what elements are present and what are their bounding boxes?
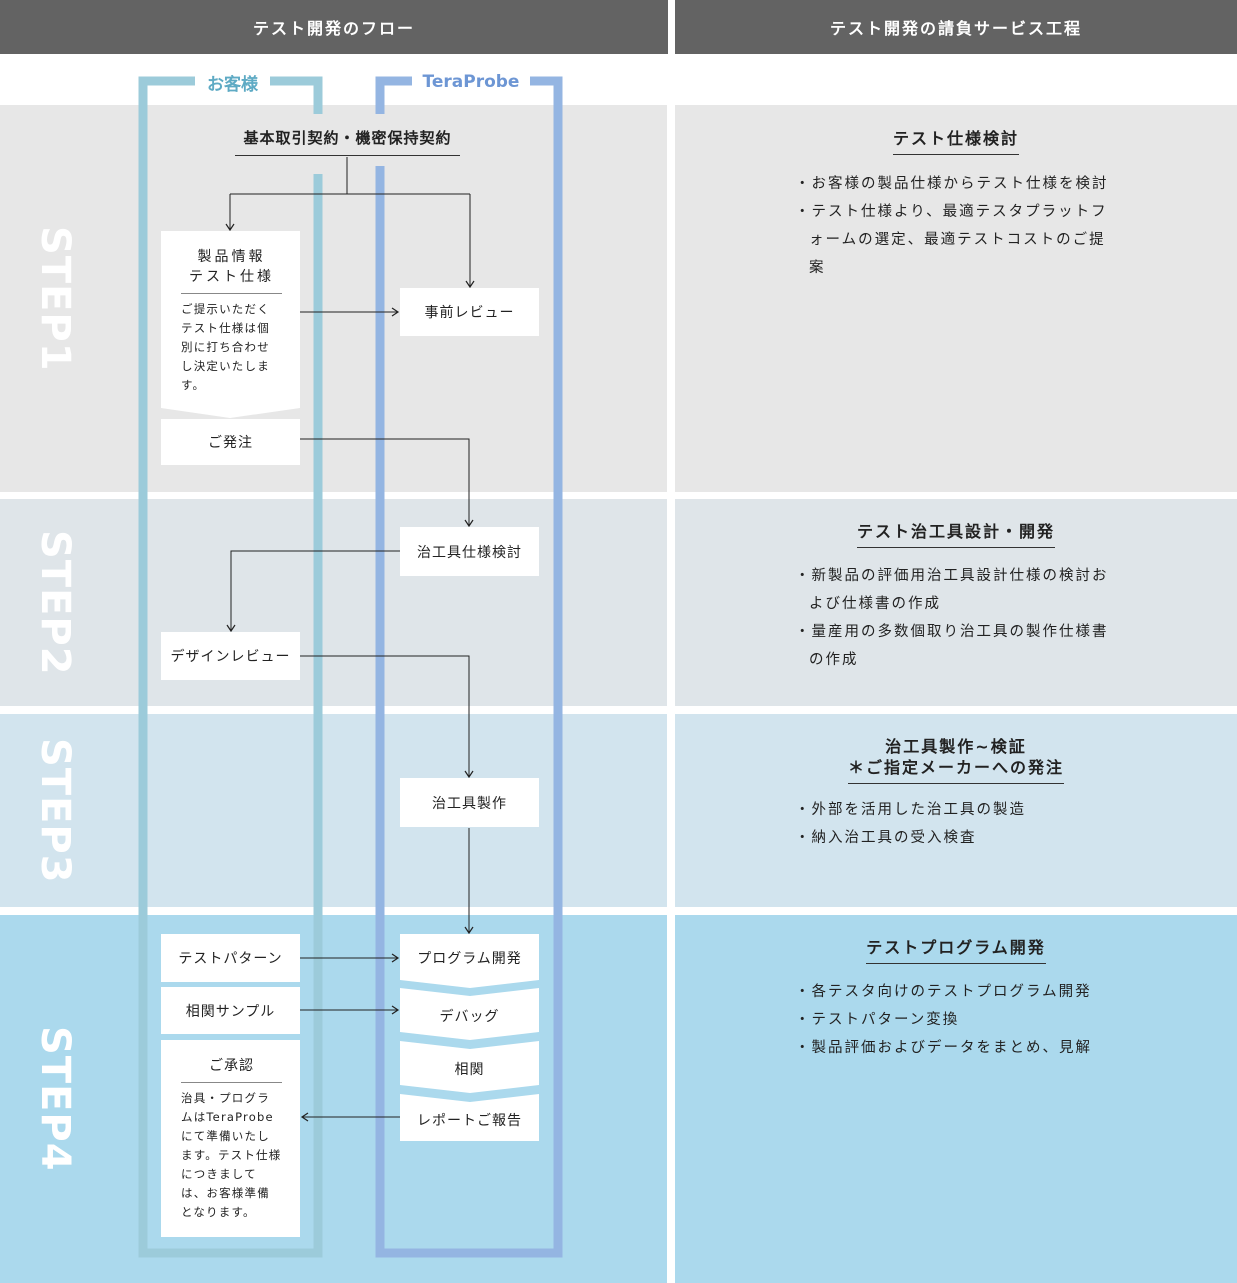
product-info-title-1: 製品情報 xyxy=(197,249,266,265)
teraprobe-lane-frame xyxy=(375,76,563,1258)
service-header: テスト開発の請負サービス工程 xyxy=(675,0,1237,54)
service-1-item: テスト仕様より、最適テスタプラットフォームの選定、最適テストコストのご提案 xyxy=(795,198,1115,282)
report-label: レポートご報告 xyxy=(417,1113,522,1129)
service-2-list: 新製品の評価用治工具設計仕様の検討および仕様書の作成 量産用の多数個取り治工具の… xyxy=(795,562,1115,674)
step2-label: STEP2 xyxy=(32,529,78,676)
flow-header: テスト開発のフロー xyxy=(0,0,668,54)
service-1: テスト仕様検討 お客様の製品仕様からテスト仕様を検討 テスト仕様より、最適テスタ… xyxy=(675,128,1237,282)
report-box xyxy=(400,1094,539,1141)
order-box: ご発注 xyxy=(161,419,300,465)
service-2-title: テスト治工具設計・開発 xyxy=(856,521,1055,548)
service-2-title-line: テスト治工具設計・開発 xyxy=(856,522,1055,541)
approval-title: ご承認 xyxy=(181,1056,282,1083)
debug-label: デバッグ xyxy=(439,1009,500,1025)
program-dev-label: プログラム開発 xyxy=(417,951,522,967)
flow-header-title: テスト開発のフロー xyxy=(252,19,415,38)
service-2-item: 量産用の多数個取り治工具の製作仕様書の作成 xyxy=(795,618,1115,674)
service-4-list: 各テスタ向けのテストプログラム開発 テストパターン変換 製品評価およびデータをま… xyxy=(795,978,1115,1062)
service-3-item: 外部を活用した治工具の製造 xyxy=(795,796,1115,824)
approval-box: ご承認 治具・プログラムはTeraProbeにて準備いたします。テスト仕様につき… xyxy=(161,1040,300,1237)
product-info-content: 製品情報 テスト仕様 ご提示いただくテスト仕様は個別に打ち合わせし決定いたします… xyxy=(161,231,300,408)
program-dev-box xyxy=(400,934,539,988)
customer-lane-frame-top xyxy=(270,76,323,114)
service-2-item: 新製品の評価用治工具設計仕様の検討および仕様書の作成 xyxy=(795,562,1115,618)
service-3-title-line: 治工具製作~検証 xyxy=(885,737,1027,756)
correlation-box xyxy=(400,1041,539,1093)
product-info-box xyxy=(161,231,300,418)
teraprobe-lane-title: TeraProbe xyxy=(412,70,530,94)
service-3-list: 外部を活用した治工具の製造 納入治工具の受入検査 xyxy=(795,796,1115,852)
test-pattern-box: テストパターン xyxy=(161,934,300,982)
product-info-title-2: テスト仕様 xyxy=(189,269,274,285)
product-info-note: ご提示いただくテスト仕様は個別に打ち合わせし決定いたします。 xyxy=(181,302,270,392)
approval-note: 治具・プログラムはTeraProbeにて準備いたします。テスト仕様につきましては… xyxy=(181,1091,282,1219)
service-3-title: 治工具製作~検証 ＊ご指定メーカーへの発注 xyxy=(847,736,1064,784)
service-4-item: テストパターン変換 xyxy=(795,1006,1115,1034)
service-4-item: 製品評価およびデータをまとめ、見解 xyxy=(795,1034,1115,1062)
service-header-title: テスト開発の請負サービス工程 xyxy=(829,19,1082,38)
service-1-title: テスト仕様検討 xyxy=(892,128,1019,155)
customer-lane-frame xyxy=(138,76,323,1258)
flow-diagram xyxy=(138,76,563,1258)
step1-label: STEP1 xyxy=(32,225,78,372)
service-1-list: お客様の製品仕様からテスト仕様を検討 テスト仕様より、最適テスタプラットフォーム… xyxy=(795,170,1115,282)
step4-label: STEP4 xyxy=(32,1026,78,1172)
jig-make-box: 治工具製作 xyxy=(400,778,539,827)
service-2: テスト治工具設計・開発 新製品の評価用治工具設計仕様の検討および仕様書の作成 量… xyxy=(675,521,1237,674)
debug-box xyxy=(400,988,539,1040)
design-review-box: デザインレビュー xyxy=(161,632,300,680)
service-1-title-line: テスト仕様検討 xyxy=(892,129,1019,148)
service4-band xyxy=(675,915,1237,1283)
service-1-item: お客様の製品仕様からテスト仕様を検討 xyxy=(795,170,1115,198)
correlation-label: 相関 xyxy=(454,1062,485,1078)
pre-review-box: 事前レビュー xyxy=(400,288,539,336)
step3-label: STEP3 xyxy=(32,737,78,884)
service-3-item: 納入治工具の受入検査 xyxy=(795,824,1115,852)
service-4-item: 各テスタ向けのテストプログラム開発 xyxy=(795,978,1115,1006)
service-4-title: テストプログラム開発 xyxy=(866,937,1046,964)
service-3-title-line: ＊ご指定メーカーへの発注 xyxy=(847,758,1064,777)
customer-lane-title: お客様 xyxy=(195,70,270,95)
service-4: テストプログラム開発 各テスタ向けのテストプログラム開発 テストパターン変換 製… xyxy=(675,937,1237,1062)
correlation-sample-box: 相関サンプル xyxy=(161,987,300,1034)
service-3: 治工具製作~検証 ＊ご指定メーカーへの発注 外部を活用した治工具の製造 納入治工… xyxy=(675,736,1237,852)
jig-spec-box: 治工具仕様検討 xyxy=(400,527,539,576)
service-4-title-line: テストプログラム開発 xyxy=(866,938,1046,957)
contract-title: 基本取引契約・機密保持契約 xyxy=(235,126,460,156)
